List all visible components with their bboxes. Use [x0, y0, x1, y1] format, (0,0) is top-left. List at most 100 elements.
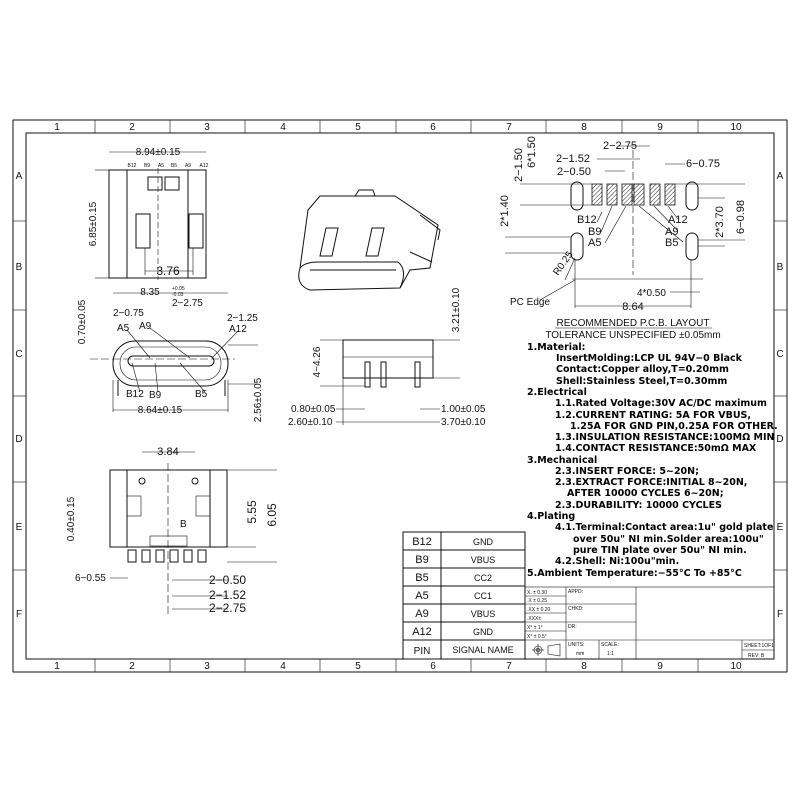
signal-cell: GND	[473, 537, 494, 547]
column-label: 7	[506, 122, 512, 133]
note-line: 1.4.CONTACT RESISTANCE:50mΩ MAX	[555, 443, 757, 454]
column-label: 1	[54, 122, 60, 133]
chkd-label: CHKD:	[568, 606, 584, 612]
column-label: 8	[581, 661, 587, 672]
units-value: mm	[576, 651, 584, 657]
column-label: 9	[657, 661, 663, 672]
signal-cell: VBUS	[471, 609, 496, 619]
note-line: 2.Electrical	[527, 387, 587, 398]
side-view: 3.21±0.10 4−4.26 0.80±0.05 2.60±0.10 1.0…	[288, 287, 486, 428]
bottom-view: 3.84 5.55 6.05 0.40±0.15 6−0.55 2−0.50 2…	[66, 446, 279, 615]
top-width-dim: 8.94±0.15	[136, 147, 181, 158]
pcb-d-370: 2*3.70	[714, 206, 726, 238]
pin-table: B12 GND B9 VBUS B5 CC2 A5 CC1 A9 VBUS A1…	[402, 531, 526, 660]
row-label: A	[777, 171, 784, 182]
front-dim-2-075: 2−0.75	[113, 308, 144, 319]
tolerance-cell: X° ± 1°	[527, 625, 543, 631]
pcb-d-275: 2−2.75	[603, 140, 637, 152]
isometric-view	[298, 189, 441, 291]
signal-cell: CC1	[474, 591, 492, 601]
column-label: 1	[54, 661, 60, 672]
front-height: 2.56±0.05	[253, 377, 264, 422]
pcb-d-152: 2−1.52	[556, 153, 590, 165]
pin-cell: A5	[415, 590, 428, 602]
note-line: Contact:Copper alloy,T=0.20mm	[556, 364, 729, 375]
signal-header: SIGNAL NAME	[452, 645, 513, 655]
row-label: E	[16, 522, 23, 533]
row-label: D	[15, 434, 22, 445]
side-d3: 1.00±0.05	[441, 404, 486, 415]
row-label: F	[777, 609, 783, 620]
pcb-d-4050: 4*0.50	[637, 288, 666, 299]
pin-label: B12	[126, 389, 144, 400]
note-line: AFTER 10000 CYCLES 6~20N;	[567, 488, 724, 499]
note-line: 1.3.INSULATION RESISTANCE:100MΩ MIN	[555, 432, 774, 443]
row-label: B	[777, 262, 784, 273]
units-label: UNITS:	[568, 642, 584, 648]
column-label: 5	[355, 122, 361, 133]
front-dim-2-275: 2−2.75	[172, 298, 203, 309]
tolerance-cell: .X ± 0.25	[527, 598, 547, 604]
column-label: 4	[280, 661, 286, 672]
rev-label: REV: B	[748, 653, 765, 659]
tolerance-cell: X. ± 0.30	[527, 590, 547, 596]
row-label: C	[15, 349, 22, 360]
note-line: pure TIN plate over 50u" NI min.	[573, 545, 747, 556]
front-view: 8.35 +0.05 -0.03 2−2.75 2−0.75 2−1.25 A5…	[77, 286, 264, 422]
column-label: 9	[657, 122, 663, 133]
side-d1: 0.80±0.05	[291, 404, 336, 415]
bottom-h2: 6.05	[265, 503, 279, 527]
pcb-d-075: 6−0.75	[686, 158, 720, 170]
front-dim-2-125: 2−1.25	[227, 313, 258, 324]
pin-cell: B9	[415, 554, 428, 566]
front-width-tol-plus: +0.05	[172, 286, 185, 292]
tolerance-cell: .XX ± 0.20	[527, 607, 551, 613]
front-width-dim: 8.35	[140, 287, 160, 298]
column-label: 10	[730, 122, 742, 133]
pin-label: A12	[200, 163, 209, 169]
row-label: A	[16, 171, 23, 182]
note-line: 1.1.Rated Voltage:30V AC/DC maximum	[555, 398, 767, 409]
tolerance-cell: .XXX±	[527, 616, 541, 622]
column-label: 6	[430, 661, 436, 672]
signal-cell: GND	[473, 627, 494, 637]
signal-cell: CC2	[474, 573, 492, 583]
scale-value: 1:1	[607, 651, 614, 657]
pin-label: B5	[195, 389, 208, 400]
projection-symbol-icon	[547, 643, 561, 657]
bottom-dim-a: 2−0.50	[209, 573, 246, 587]
pcb-layout: 2−2.75 2−1.52 2−0.50 6−0.75 2−1.50 6*1.5…	[499, 136, 747, 341]
pin-label: B9	[149, 390, 162, 401]
row-label: B	[16, 262, 23, 273]
note-line: Shell:Stainless Steel,T=0.30mm	[556, 376, 727, 387]
note-line: InsertMolding:LCP UL 94V−0 Black	[556, 353, 743, 364]
pin-label: B9	[588, 226, 601, 238]
note-line: 1.Material:	[527, 342, 585, 353]
column-label: 7	[506, 661, 512, 672]
pin-label: A9	[665, 226, 678, 238]
side-d4: 3.70±0.10	[441, 417, 486, 428]
scale-label: SCALE:	[601, 642, 619, 648]
row-label: C	[776, 349, 783, 360]
pin-label: A5	[117, 323, 130, 334]
pin-header: PIN	[414, 646, 431, 657]
bottom-mark: B	[180, 519, 187, 530]
tolerance-note: TOLERANCE UNSPECIFIED ±0.05mm	[545, 330, 720, 341]
pcb-d-098: 6−0.98	[735, 200, 747, 234]
pcb-layout-title: RECOMMENDED P.C.B. LAYOUT	[557, 318, 710, 329]
side-height: 3.21±0.10	[451, 287, 462, 332]
front-bottom-width: 8.64±0.15	[138, 405, 183, 416]
pin-label: B12	[128, 163, 137, 169]
pin-cell: A9	[415, 608, 428, 620]
row-label: E	[777, 522, 784, 533]
signal-cell: VBUS	[471, 555, 496, 565]
pcb-d-150a: 2−1.50	[513, 148, 525, 182]
drawing-frame: 1 2 3 4 5 6 7 8 9 10 1 2 3 4 5 6 7 8 9 1…	[12, 119, 788, 673]
bottom-dim-c: 2−2.75	[209, 601, 246, 615]
pin-label: A9	[139, 321, 152, 332]
bottom-pitch: 3.84	[157, 446, 178, 458]
appd-label: APPD:	[568, 589, 583, 595]
row-label: F	[16, 609, 22, 620]
front-thickness: 0.70±0.05	[77, 299, 88, 344]
